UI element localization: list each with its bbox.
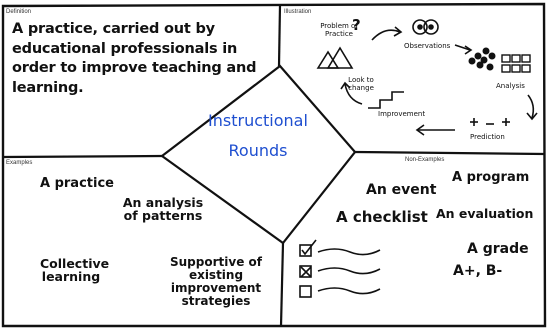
question-mark: ? bbox=[352, 16, 361, 34]
grid-icon bbox=[501, 54, 531, 73]
examples-label: Examples bbox=[6, 160, 33, 166]
example-2: An analysis of patterns bbox=[122, 195, 204, 223]
center-title: Instructional Rounds bbox=[178, 106, 338, 166]
center-title-line1: Instructional bbox=[208, 111, 308, 130]
example-1: A practice bbox=[40, 176, 114, 191]
definition-text: A practice, carried out by educational p… bbox=[12, 21, 257, 96]
definition-label: Definition bbox=[6, 9, 32, 15]
step-problem: Problem of Practice bbox=[320, 22, 358, 38]
non-examples-label: Non-Examples bbox=[405, 157, 445, 163]
step-look-to-change: Look to change bbox=[348, 76, 374, 92]
non-example-event: An event bbox=[366, 182, 437, 198]
step-prediction: Prediction bbox=[470, 133, 505, 141]
illustration-label: Illustration bbox=[284, 9, 312, 15]
analysis-icon bbox=[468, 47, 496, 71]
illustration-sketch bbox=[316, 19, 538, 136]
center-title-line2: Rounds bbox=[228, 141, 288, 160]
example-3: Collective learning bbox=[40, 256, 110, 284]
step-improvement: Improvement bbox=[378, 110, 426, 118]
checklist-icon bbox=[299, 239, 381, 298]
non-example-letter-grades: A+, B- bbox=[453, 263, 503, 279]
example-4: Supportive of existing improvement strat… bbox=[170, 255, 262, 308]
step-analysis: Analysis bbox=[496, 82, 525, 90]
non-example-checklist: A checklist bbox=[336, 208, 428, 226]
non-example-program: A program bbox=[452, 170, 530, 185]
prediction-icon bbox=[470, 118, 510, 126]
non-example-grade: A grade bbox=[467, 241, 529, 257]
step-observations: Observations bbox=[404, 42, 451, 50]
non-example-evaluation: An evaluation bbox=[436, 206, 534, 221]
